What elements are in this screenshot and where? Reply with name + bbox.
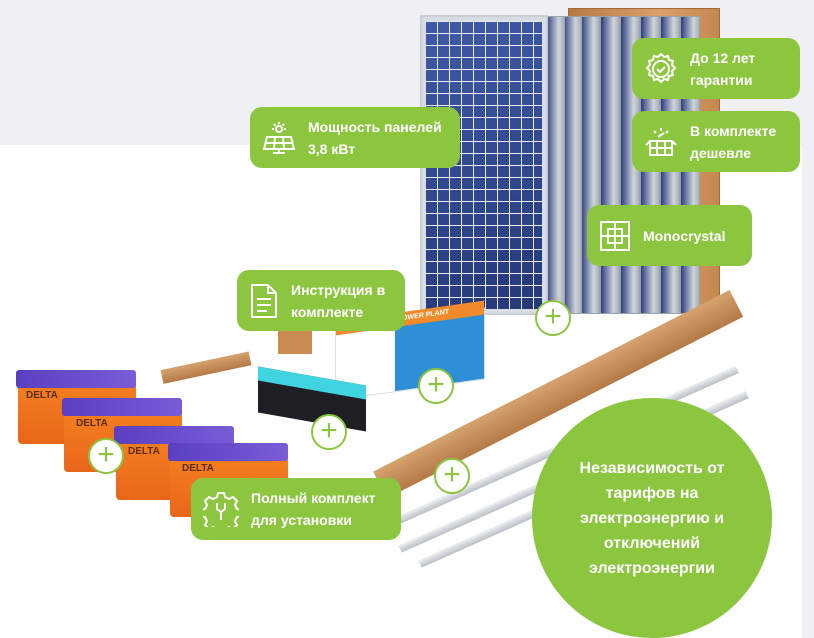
crystal-grid-icon (600, 220, 630, 251)
independence-circle: Независимость от тарифов на электроэнерг… (532, 398, 772, 638)
small-plank (160, 351, 252, 384)
cheaper-badge: В комплекте дешевле (632, 111, 800, 172)
panels-plus-button[interactable]: + (535, 300, 571, 336)
small-box (278, 330, 312, 354)
battery-brand: DELTA (26, 390, 58, 401)
inverter-plus-button[interactable]: + (311, 414, 347, 450)
solar-panel-icon (262, 121, 296, 154)
warranty-badge: До 12 лет гарантии (632, 38, 800, 99)
document-icon (251, 283, 277, 318)
solar-panel-back (562, 16, 582, 314)
monocrystal-text: Monocrystal (643, 227, 726, 244)
power-text: Мощность панелей 3,8 кВт (308, 118, 442, 157)
monocrystal-badge: Monocrystal (587, 205, 752, 266)
solar-panel-back (580, 16, 600, 314)
power-badge: Мощность панелей 3,8 кВт (250, 107, 460, 168)
battery-brand: DELTA (182, 463, 214, 474)
solar-panel-back (600, 16, 620, 314)
battery-plus-button[interactable]: + (88, 438, 124, 474)
warranty-text: До 12 лет гарантии (690, 49, 756, 88)
independence-text: Независимость от тарифов на электроэнерг… (579, 459, 725, 577)
battery-brand: DELTA (128, 446, 160, 457)
gear-wrench-icon (203, 492, 239, 527)
manual-badge: Инструкция в комплекте (237, 270, 405, 331)
solar-panel-back (545, 16, 565, 314)
manual-text: Инструкция в комплекте (291, 281, 386, 320)
cheaper-text: В комплекте дешевле (690, 122, 777, 161)
full-kit-badge: Полный комплект для установки (191, 478, 401, 540)
full-kit-text: Полный комплект для установки (251, 490, 376, 528)
side-background (802, 145, 814, 638)
battery-brand: DELTA (76, 418, 108, 429)
box-plus-button[interactable]: + (418, 368, 454, 404)
mounting-plus-button[interactable]: + (434, 458, 470, 494)
warranty-seal-icon (645, 52, 677, 83)
discount-box-icon (645, 127, 677, 156)
